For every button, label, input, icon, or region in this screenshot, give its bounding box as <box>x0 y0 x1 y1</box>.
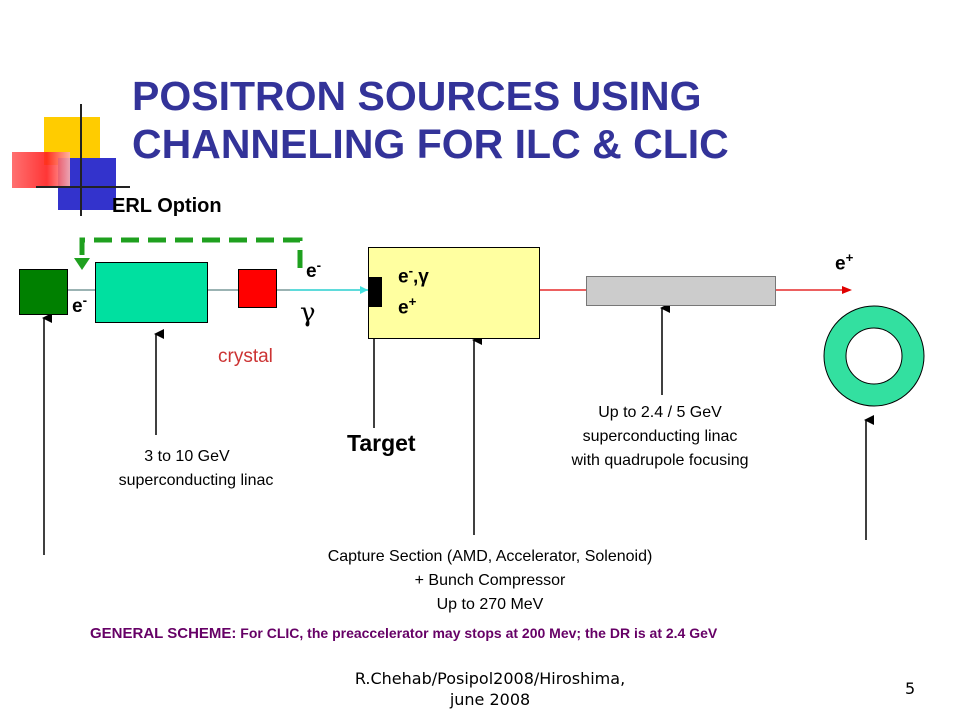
erl-return-path <box>79 237 303 268</box>
target-caption: Target <box>347 430 416 456</box>
electron-linac-block <box>95 262 208 323</box>
erl-option-label: ERL Option <box>112 195 222 217</box>
erl-arrowhead <box>74 258 90 270</box>
capture-section-caption: Capture Section (AMD, Accelerator, Solen… <box>260 545 720 617</box>
crystal-block <box>238 269 277 308</box>
crystal-caption: crystal <box>218 346 273 367</box>
positron-label: e+ <box>835 250 854 275</box>
positron-linac-caption: Up to 2.4 / 5 GeV superconducting linac … <box>540 401 780 473</box>
target-block <box>368 277 382 307</box>
electron-linac-caption: 3 to 10 GeV superconducting linac <box>66 445 326 493</box>
logo-red-square <box>12 152 70 188</box>
logo-horizontal-line <box>36 186 130 188</box>
positron-linac-caption-line-1: Up to 2.4 / 5 GeV <box>598 404 722 421</box>
capture-caption-line-2: + Bunch Compressor <box>414 572 566 589</box>
title-line-2: CHANNELING FOR ILC & CLIC <box>132 121 729 167</box>
slide-title: POSITRON SOURCES USING CHANNELING FOR IL… <box>132 72 912 168</box>
slide-credit: R.Chehab/Posipol2008/Hiroshima, june 200… <box>320 668 660 710</box>
capture-caption-line-1: Capture Section (AMD, Accelerator, Solen… <box>327 548 653 565</box>
positron-linac-caption-line-3: with quadrupole focusing <box>571 452 749 469</box>
electron-label-source: e- <box>72 293 87 318</box>
logo-vertical-line <box>80 104 82 216</box>
credit-line-2: june 2008 <box>449 690 531 709</box>
electron-linac-caption-line-2: superconducting linac <box>118 472 274 489</box>
damping-ring-hole <box>845 327 903 385</box>
electron-linac-caption-line-1: 3 to 10 GeV <box>144 448 230 465</box>
electron-label-gamma-text: e- <box>306 258 322 283</box>
credit-line-1: R.Chehab/Posipol2008/Hiroshima, <box>354 669 626 688</box>
electron-label-source-text: e- <box>72 293 88 318</box>
positron-linac-caption-line-2: superconducting linac <box>582 428 738 445</box>
general-scheme-lead: GENERAL SCHEME: <box>90 625 237 642</box>
general-scheme-note: GENERAL SCHEME: For CLIC, the preacceler… <box>90 625 717 642</box>
target-output-bottom: e+ <box>398 294 417 319</box>
gamma-beam-arrowhead <box>360 286 368 294</box>
capture-section-block <box>368 247 540 339</box>
electron-label-gamma: e- <box>306 258 321 283</box>
capture-caption-line-3: Up to 270 MeV <box>436 596 544 613</box>
page-number: 5 <box>905 679 916 698</box>
electron-source-block <box>19 269 68 315</box>
corner-logo <box>0 100 130 220</box>
positron-beam-arrowhead <box>842 286 852 294</box>
title-line-1: POSITRON SOURCES USING <box>132 73 702 119</box>
target-output-top: e-,γ <box>398 263 429 288</box>
general-scheme-text: For CLIC, the preaccelerator may stops a… <box>236 625 718 641</box>
positron-linac-block <box>586 276 776 306</box>
gamma-symbol: γ <box>300 298 316 328</box>
